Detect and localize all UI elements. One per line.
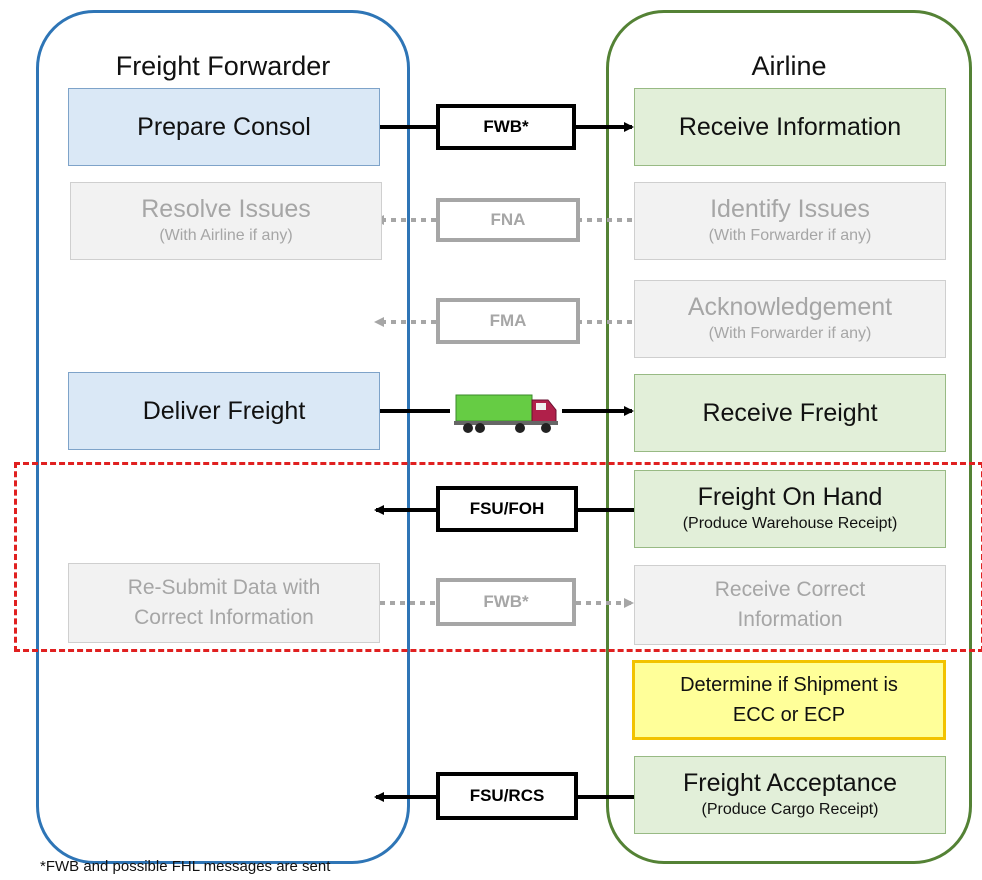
airline-lane-title: Airline <box>751 51 827 81</box>
freight-acceptance-sublabel: (Produce Cargo Receipt) <box>701 801 879 818</box>
determine-line1: Determine if Shipment is <box>680 674 898 696</box>
freight-acceptance-label: Freight Acceptance <box>682 769 897 797</box>
resubmit-line2: Correct Information <box>134 606 314 629</box>
footnote: *FWB and possible FHL messages are sent <box>40 858 331 875</box>
prepare-consol-label: Prepare Consol <box>137 113 311 141</box>
acknowledgement-sublabel: (With Forwarder if any) <box>708 325 872 342</box>
message-fsu-foh: FSU/FOH <box>436 486 578 532</box>
receive-freight-box: Receive Freight <box>634 374 946 452</box>
resolve-issues-box: Resolve Issues (With Airline if any) <box>70 182 382 260</box>
prepare-consol-box: Prepare Consol <box>68 88 380 166</box>
receive-correct-info-box: Receive Correct Information <box>634 565 946 645</box>
resolve-issues-label: Resolve Issues <box>141 195 311 223</box>
truck-icon <box>454 394 558 433</box>
message-fma: FMA <box>436 298 580 344</box>
identify-issues-sublabel: (With Forwarder if any) <box>708 227 872 244</box>
receive-information-label: Receive Information <box>678 113 902 141</box>
receive-correct-line1: Receive Correct <box>714 578 866 601</box>
receive-information-box: Receive Information <box>634 88 946 166</box>
receive-correct-line2: Information <box>737 608 843 631</box>
deliver-freight-label: Deliver Freight <box>142 397 306 425</box>
acknowledgement-label: Acknowledgement <box>687 293 893 321</box>
determine-line2: ECC or ECP <box>732 704 846 726</box>
freight-on-hand-label: Freight On Hand <box>697 483 883 511</box>
deliver-freight-box: Deliver Freight <box>68 372 380 450</box>
resolve-issues-sublabel: (With Airline if any) <box>159 227 293 244</box>
identify-issues-box: Identify Issues (With Forwarder if any) <box>634 182 946 260</box>
resubmit-data-box: Re-Submit Data with Correct Information <box>68 563 380 643</box>
message-fwb-resubmit: FWB* <box>436 578 576 626</box>
message-fwb: FWB* <box>436 104 576 150</box>
resubmit-line1: Re-Submit Data with <box>127 576 321 599</box>
determine-shipment-box: Determine if Shipment is ECC or ECP <box>632 660 946 740</box>
forwarder-lane-title: Freight Forwarder <box>115 51 331 81</box>
receive-freight-label: Receive Freight <box>702 399 878 427</box>
airline-lane: Airline <box>606 10 972 864</box>
message-fna: FNA <box>436 198 580 242</box>
freight-on-hand-box: Freight On Hand (Produce Warehouse Recei… <box>634 470 946 548</box>
identify-issues-label: Identify Issues <box>710 195 870 223</box>
forwarder-lane: Freight Forwarder <box>36 10 410 864</box>
message-fsu-rcs: FSU/RCS <box>436 772 578 820</box>
freight-acceptance-box: Freight Acceptance (Produce Cargo Receip… <box>634 756 946 834</box>
freight-on-hand-sublabel: (Produce Warehouse Receipt) <box>682 515 898 532</box>
acknowledgement-box: Acknowledgement (With Forwarder if any) <box>634 280 946 358</box>
